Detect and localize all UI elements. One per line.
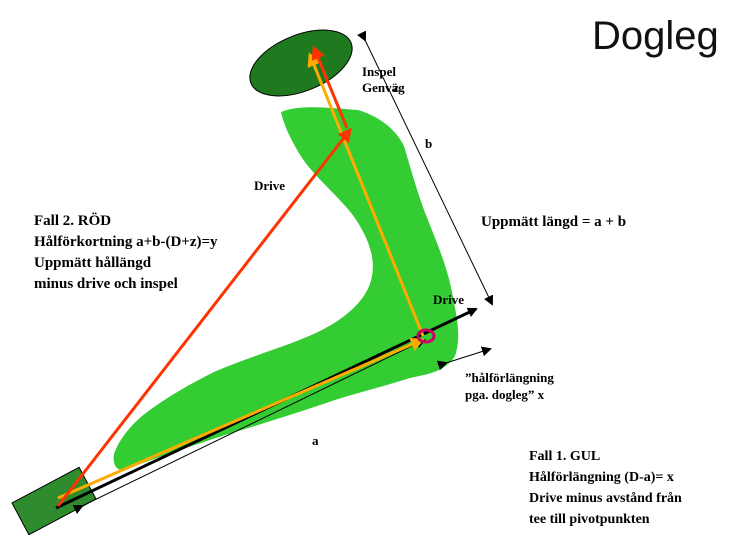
page-title: Dogleg xyxy=(592,14,719,58)
putting-green xyxy=(249,29,353,97)
red-drive-line xyxy=(56,127,352,507)
case1-line2: Hålförlängning (D-a)= x xyxy=(529,470,674,485)
case1-line3: Drive minus avstånd från xyxy=(529,491,682,506)
dimension-a-line xyxy=(72,338,426,514)
label-a: a xyxy=(312,433,319,448)
label-drive-upper: Drive xyxy=(254,178,286,193)
label-genvag: Genväg xyxy=(362,80,405,95)
case2-line2: Hålförkortning a+b-(D+z)=y xyxy=(34,234,218,250)
dimension-x-line xyxy=(436,346,492,371)
case1-line1: Fall 1. GUL xyxy=(529,449,601,464)
case2-line1: Fall 2. RÖD xyxy=(34,213,112,229)
dimension-b-line xyxy=(357,30,494,306)
label-extension-line1: ”hålförlängning xyxy=(465,370,554,385)
label-drive-right: Drive xyxy=(433,292,465,307)
case2-line3: Uppmätt hållängd xyxy=(34,255,152,271)
case2-line4: minus drive och inspel xyxy=(34,276,178,292)
label-inspel: Inspel xyxy=(362,64,396,79)
red-inspel-line xyxy=(311,45,349,129)
label-b: b xyxy=(425,136,433,151)
label-extension-line2: pga. dogleg” x xyxy=(465,387,545,402)
case1-line4: tee till pivotpunkten xyxy=(529,512,650,527)
yellow-tee-to-pivot xyxy=(57,337,425,500)
yellow-pivot-to-green xyxy=(307,52,425,337)
label-z: z xyxy=(393,80,399,95)
pivot-point xyxy=(416,328,436,344)
tee-box xyxy=(11,466,97,536)
label-measured-length: Uppmätt längd = a + b xyxy=(481,214,627,230)
